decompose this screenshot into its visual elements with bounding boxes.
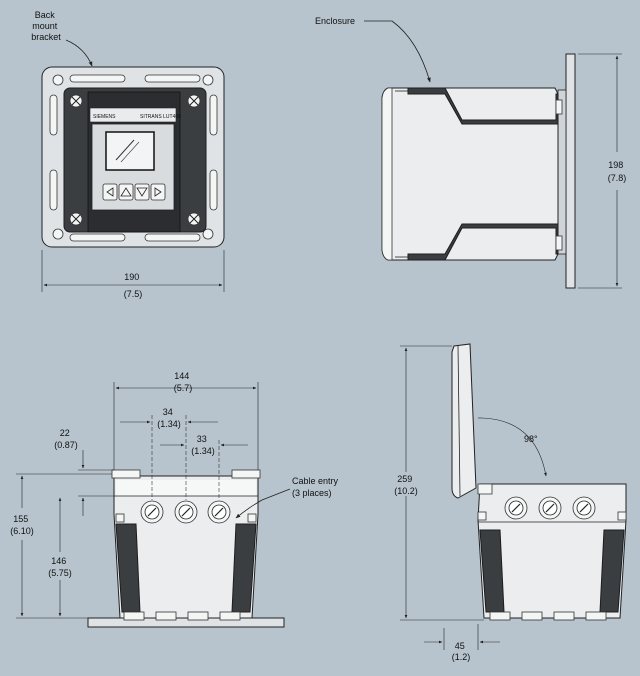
up-arrow-key [118, 183, 134, 201]
bottom-view: 144 (5.7) 34 (1.34) 33 (1.34) 22 (0.87) [10, 371, 341, 628]
corner-screws [69, 94, 201, 226]
dim-98-angle: 98° [524, 434, 538, 444]
dim-198: 198 (7.8) [608, 160, 627, 183]
dim-190: 190 (7.5) [124, 272, 143, 299]
dim-45: 45 (1.2) [452, 641, 471, 662]
cable-entry-label: Cable entry (3 places) [292, 476, 341, 498]
mount-plate-bottom [87, 617, 285, 628]
right-arrow-key [150, 183, 166, 201]
dim-155: 155 (6.10) [10, 514, 34, 536]
cable-entries [140, 500, 231, 524]
dim-22: 22 (0.87) [54, 428, 78, 450]
display-screen [105, 131, 155, 171]
enclosure-label: Enclosure [315, 16, 355, 26]
side-view: Enclosure 198 (7.8) [315, 16, 627, 289]
dim-34: 34 (1.34) [157, 407, 181, 429]
model-label: SITRANS LUT400 [140, 114, 181, 120]
mount-plate-side [565, 53, 576, 289]
dim-144: 144 (5.7) [174, 371, 193, 393]
cable-entries-open [504, 496, 596, 520]
dim-33: 33 (1.34) [191, 434, 215, 456]
keypad [102, 183, 166, 201]
dim-259: 259 (10.2) [394, 474, 418, 496]
down-arrow-key [134, 183, 150, 201]
enclosure-side [381, 87, 559, 261]
bracket-slots [49, 74, 218, 242]
open-lid [451, 343, 477, 499]
back-mount-bracket-label: Back mount bracket [31, 10, 61, 42]
left-arrow-key [102, 183, 118, 201]
brand-label: SIEMENS [93, 114, 116, 120]
dim-146: 146 (5.75) [48, 556, 72, 578]
open-lid-view: 98° 259 (10.2) 45 (1.2) [394, 343, 627, 662]
front-view: SIEMENS SITRANS LUT400 Back mount [31, 10, 225, 299]
